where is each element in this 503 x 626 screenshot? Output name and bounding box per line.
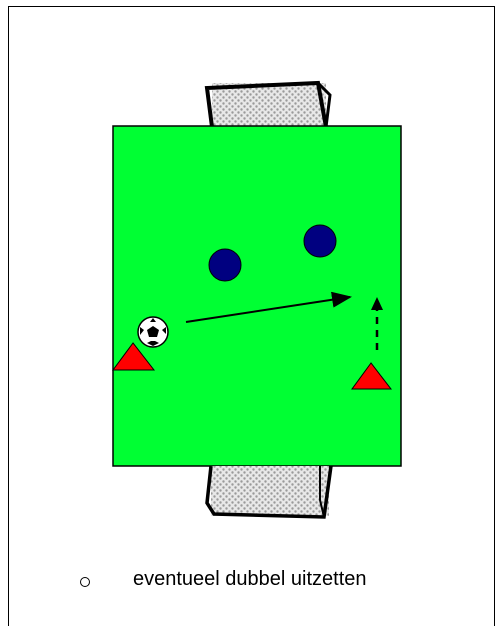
- player-marker: [304, 225, 336, 257]
- top-goal: [207, 83, 330, 127]
- caption-text: eventueel dubbel uitzetten: [133, 568, 367, 591]
- bottom-goal: [207, 466, 331, 517]
- player-marker: [209, 249, 241, 281]
- soccer-ball-icon: [138, 317, 168, 347]
- caption: eventueel dubbel uitzetten: [80, 568, 367, 591]
- bullet-icon: [80, 577, 90, 587]
- playing-field: [113, 126, 401, 466]
